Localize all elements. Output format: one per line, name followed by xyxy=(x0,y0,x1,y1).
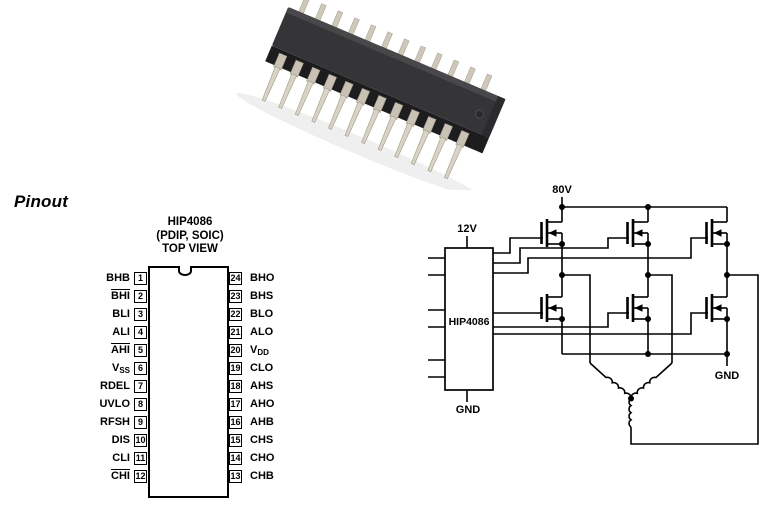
pin-label-UVLO: UVLO xyxy=(99,398,130,410)
pinout-heading: Pinout xyxy=(14,192,69,211)
pin-12-number-box: 12 xyxy=(134,470,147,483)
pin-label-BLI: BLI xyxy=(112,308,130,320)
wire-motor-phase-a xyxy=(562,274,591,363)
nmos-highside-a xyxy=(540,217,564,249)
chip-near-pins xyxy=(261,52,470,180)
ic-package-outline xyxy=(148,266,229,498)
pin-label-CHI: CHI xyxy=(111,470,130,482)
wire-phase-legs xyxy=(561,244,728,297)
pin-6-number-box: 6 xyxy=(134,362,147,375)
label-gnd-left: GND xyxy=(456,404,481,416)
pin-15-number-box: 15 xyxy=(229,434,242,447)
pin-7-number-box: 7 xyxy=(134,380,147,393)
pin-label-BHB: BHB xyxy=(106,272,130,284)
pinout-chip-header: HIP4086 (PDIP, SOIC) TOP VIEW xyxy=(110,216,270,257)
pin-label-AHO: AHO xyxy=(250,398,275,410)
pin-label-BHO: BHO xyxy=(250,272,275,284)
pin-label-CLI: CLI xyxy=(112,452,130,464)
pin-21-number-box: 21 xyxy=(229,326,242,339)
chip-shadow xyxy=(236,92,480,190)
junction-dots xyxy=(559,204,730,402)
pinout-chip-subtitle: (PDIP, SOIC) xyxy=(156,229,224,242)
winding-a xyxy=(589,362,632,399)
pin-2-number-box: 2 xyxy=(134,290,147,303)
pin-label-CHS: CHS xyxy=(250,434,274,446)
pin-16-number-box: 16 xyxy=(229,416,242,429)
pin-label-ALI: ALI xyxy=(112,326,130,338)
nmos-lowside-a xyxy=(540,292,564,324)
pin-11-number-box: 11 xyxy=(134,452,147,465)
chip-photo xyxy=(236,0,506,190)
pin-label-BHI: BHI xyxy=(111,290,130,302)
pin-label-RDEL: RDEL xyxy=(100,380,130,392)
driver-input-stubs xyxy=(428,257,445,378)
label-12v: 12V xyxy=(457,223,477,235)
pin-17-number-box: 17 xyxy=(229,398,242,411)
ic-pin1-notch xyxy=(178,266,192,276)
chip-dimple xyxy=(475,109,485,119)
nmos-highside-c xyxy=(705,217,729,249)
chip-body-end-shade xyxy=(481,96,506,138)
pin-24-number-box: 24 xyxy=(229,272,242,285)
pin-label-RFSH: RFSH xyxy=(100,416,130,428)
driver-box-label: HIP4086 xyxy=(449,316,490,328)
pinout-chip-title: HIP4086 xyxy=(167,216,213,228)
pin-label-BHS: BHS xyxy=(250,290,274,302)
pin-label-CHO: CHO xyxy=(250,452,275,464)
driver-box: HIP4086 xyxy=(428,236,494,402)
winding-b xyxy=(630,362,673,399)
pin-label-CLO: CLO xyxy=(250,362,274,374)
winding-c xyxy=(628,397,633,428)
pin-13-number-box: 13 xyxy=(229,470,242,483)
nmos-lowside-b xyxy=(626,292,650,324)
pin-14-number-box: 14 xyxy=(229,452,242,465)
pin-18-number-box: 18 xyxy=(229,380,242,393)
pin-8-number-box: 8 xyxy=(134,398,147,411)
pin-23-number-box: 23 xyxy=(229,290,242,303)
pin-label-ALO: ALO xyxy=(250,326,274,338)
pin-1-number-box: 1 xyxy=(134,272,147,285)
pin-22-number-box: 22 xyxy=(229,308,242,321)
nmos-lowside-c xyxy=(705,292,729,324)
wire-highside-gate-b xyxy=(493,237,629,264)
application-schematic: HIP4086 12V GND 80V GND xyxy=(428,184,759,445)
label-gnd-right: GND xyxy=(715,370,740,382)
pin-label-BLO: BLO xyxy=(250,308,274,320)
wire-motor-phase-c xyxy=(630,274,759,445)
motor-wye-windings xyxy=(589,362,673,428)
pin-label-AHS: AHS xyxy=(250,380,274,392)
pinout-chip-view: TOP VIEW xyxy=(162,243,218,255)
nmos-highside-b xyxy=(626,217,650,249)
pin-label-VDD: VDD xyxy=(250,344,269,357)
wire-highside-gate-c xyxy=(493,237,708,274)
wire-motor-phase-b xyxy=(648,274,673,363)
pin-label-CHB: CHB xyxy=(250,470,274,482)
pin-label-AHI: AHI xyxy=(111,344,130,356)
chip-body-top-bevel xyxy=(286,7,505,105)
pin-20-number-box: 20 xyxy=(229,344,242,357)
wire-lowside-gate-c xyxy=(493,312,708,335)
pin-10-number-box: 10 xyxy=(134,434,147,447)
wire-lowside-source-legs xyxy=(561,319,728,354)
pin-19-number-box: 19 xyxy=(229,362,242,375)
wire-drain-drops xyxy=(561,207,728,222)
pin-label-DIS: DIS xyxy=(111,434,130,446)
pin-label-AHB: AHB xyxy=(250,416,274,428)
pin-4-number-box: 4 xyxy=(134,326,147,339)
wire-highside-gate-a xyxy=(493,237,543,254)
wire-lowside-gate-b xyxy=(493,312,629,328)
chip-body-top-face xyxy=(272,7,505,138)
pin-label-VSS: VSS xyxy=(111,362,130,375)
pin-5-number-box: 5 xyxy=(134,344,147,357)
pin-9-number-box: 9 xyxy=(134,416,147,429)
pin-3-number-box: 3 xyxy=(134,308,147,321)
label-80v: 80V xyxy=(552,184,572,196)
